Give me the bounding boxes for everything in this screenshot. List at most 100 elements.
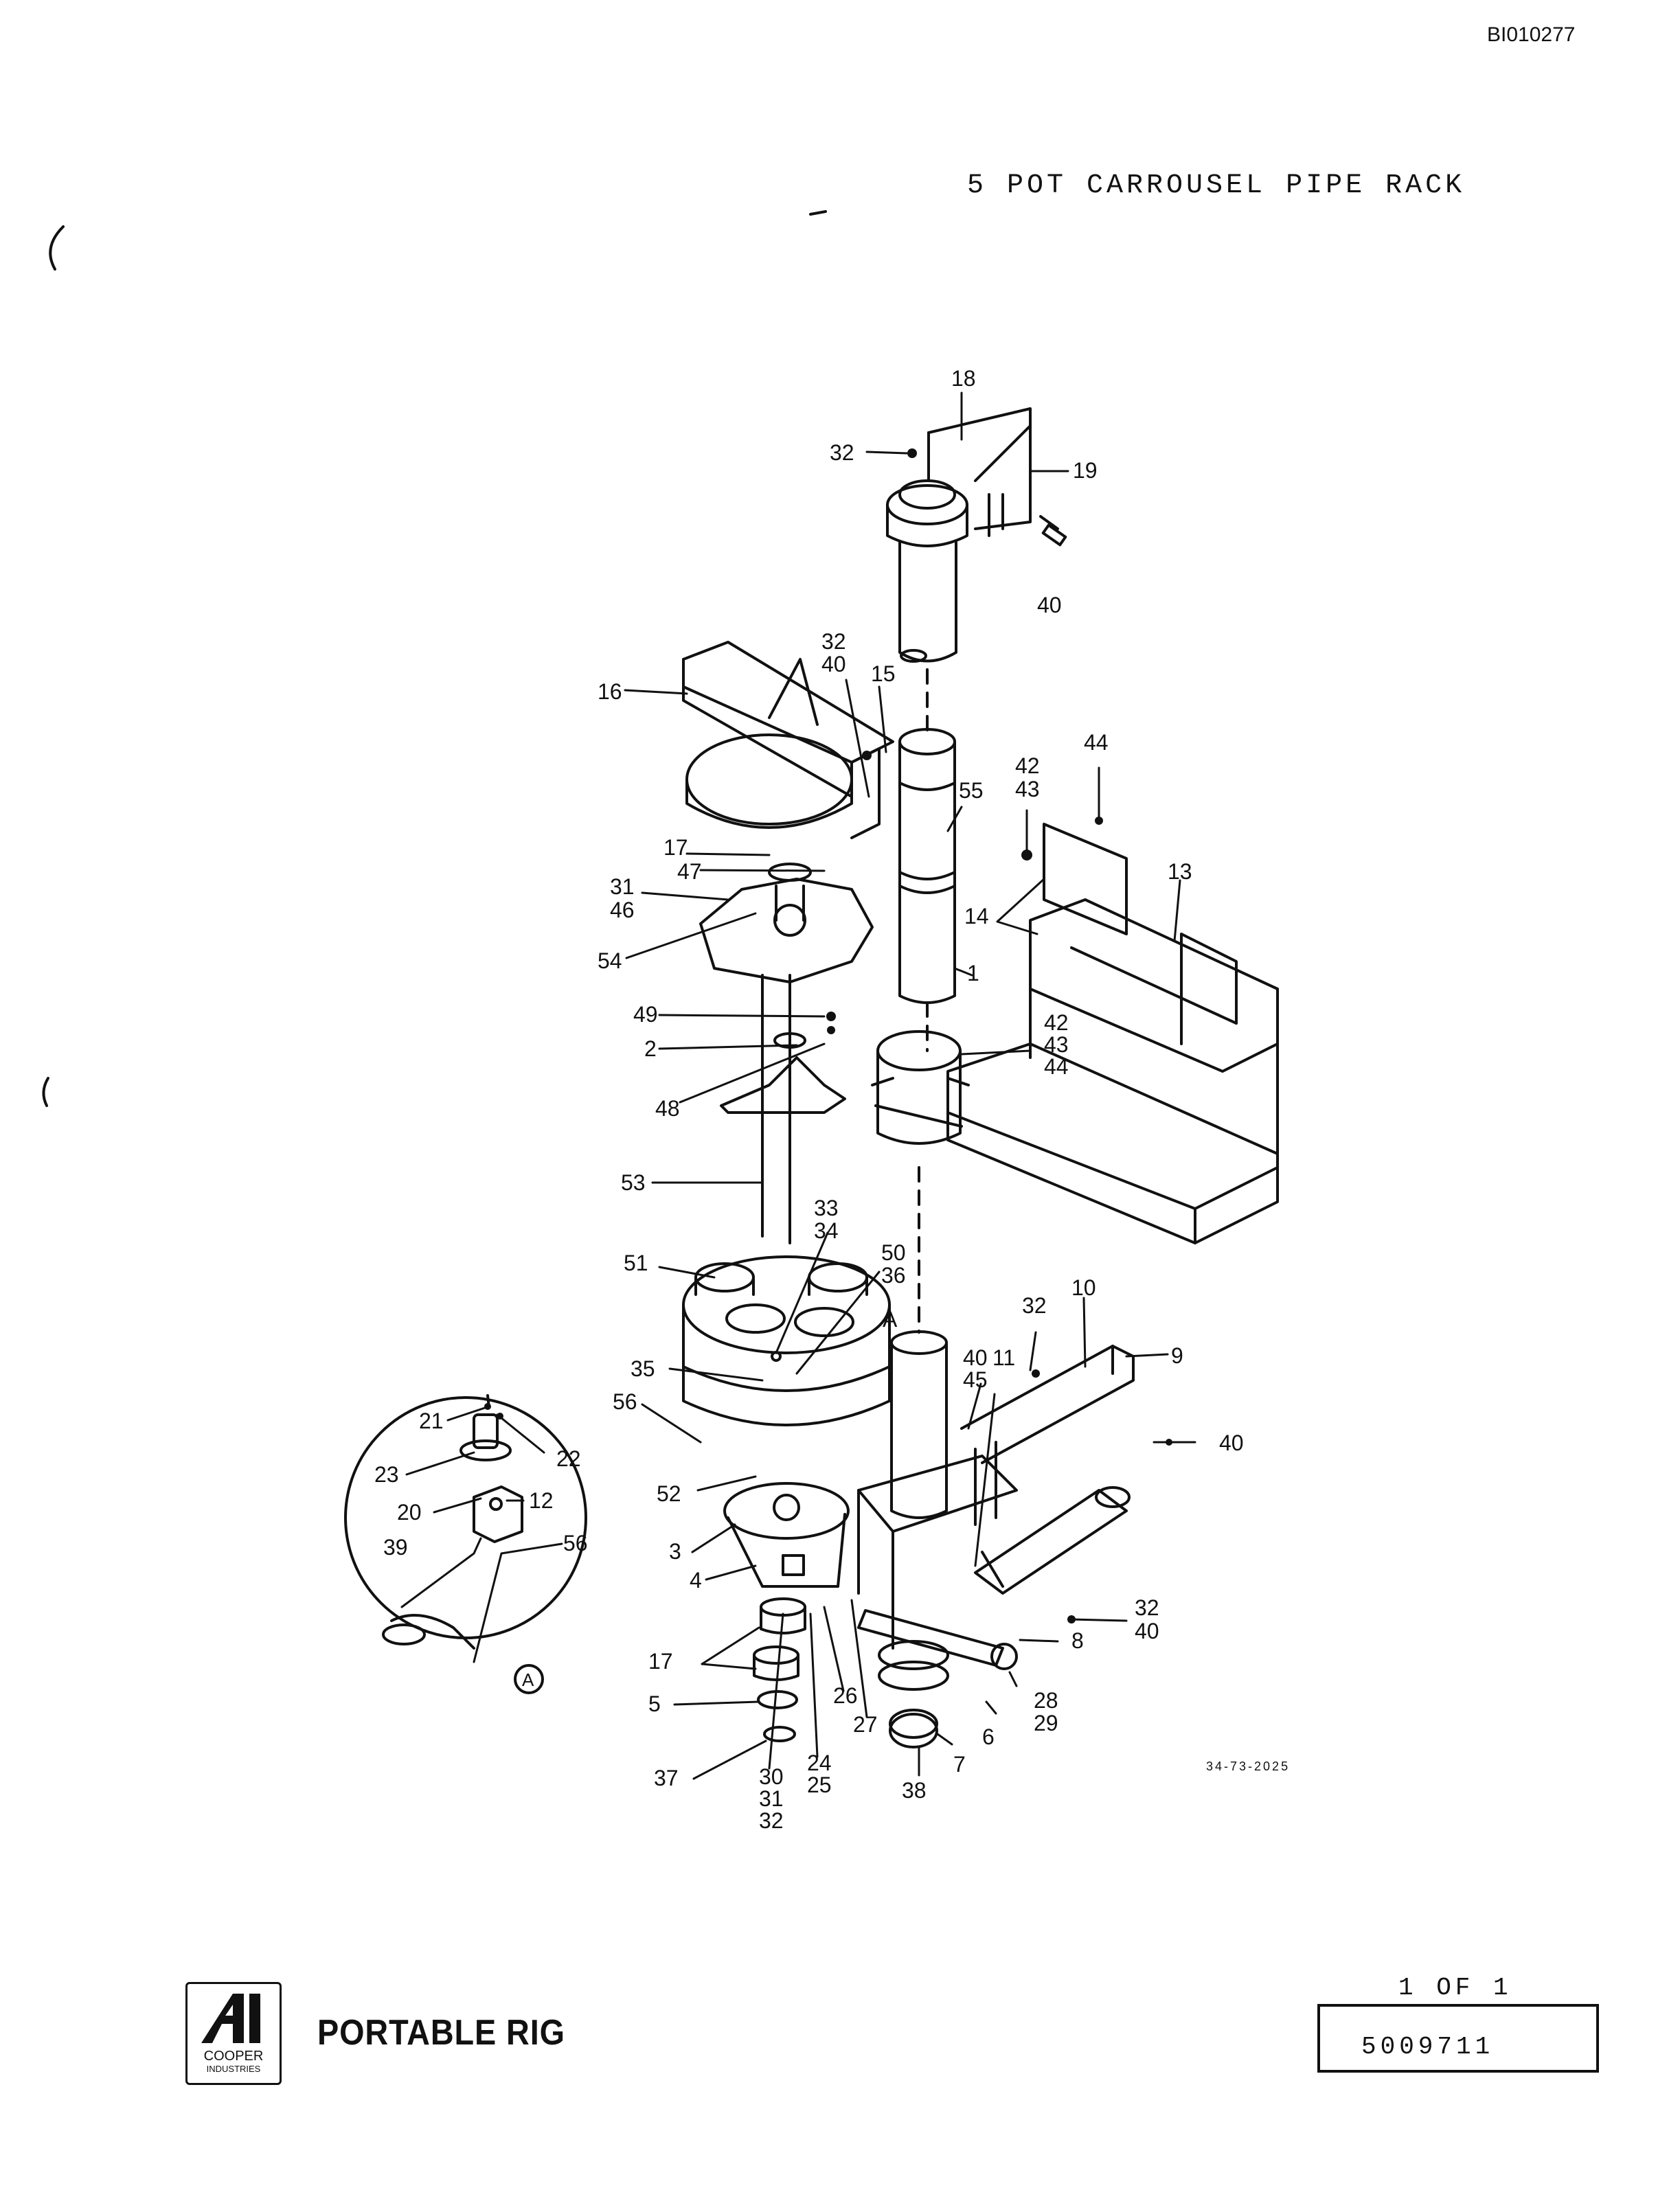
- callout: 13: [1168, 859, 1192, 884]
- callout: 46: [610, 898, 635, 922]
- callout-labels: 18 19 32 40 32 40 15 16 44 42 43 55 13 1…: [374, 366, 1290, 1833]
- ring-part-37: [763, 1726, 796, 1742]
- callout: 53: [621, 1170, 646, 1195]
- callout: 17: [648, 1649, 673, 1674]
- detail-a-view: [344, 1394, 587, 1650]
- callout: 40: [963, 1345, 988, 1370]
- callout: 48: [655, 1096, 680, 1121]
- cooper-logo: COOPER INDUSTRIES: [185, 1982, 282, 2085]
- callout: 10: [1071, 1275, 1096, 1300]
- shaft-part-53: [761, 974, 791, 1244]
- callout: 38: [902, 1778, 927, 1803]
- callout: 40: [1037, 593, 1062, 617]
- upper-tube-part-1: [886, 479, 968, 663]
- callout: 23: [374, 1462, 399, 1487]
- cooper-ai-logo-icon: [201, 1994, 260, 2043]
- callout: 14: [964, 904, 989, 928]
- lower-clamp: [871, 1030, 970, 1145]
- callout: A: [883, 1307, 898, 1332]
- callout: 42: [1044, 1010, 1069, 1035]
- callout: 15: [871, 661, 896, 686]
- callout: 27: [853, 1712, 878, 1737]
- callout: 5: [648, 1691, 661, 1716]
- callout: 40: [821, 652, 846, 676]
- frame-part-13: [946, 823, 1279, 1244]
- callout: 31: [759, 1786, 784, 1811]
- callout: 45: [963, 1367, 988, 1392]
- callout: 33: [814, 1196, 839, 1220]
- callout: 29: [1034, 1711, 1058, 1735]
- callout: 56: [613, 1389, 637, 1414]
- callout: 18: [951, 366, 976, 391]
- leader-lines: [400, 391, 1196, 1780]
- callout: 43: [1015, 777, 1040, 801]
- callout: 36: [881, 1263, 906, 1288]
- part-number: 5009711: [1361, 2033, 1495, 2061]
- callout: 35: [631, 1356, 655, 1381]
- callout: 28: [1034, 1688, 1058, 1713]
- carrousel-part-51: [682, 1255, 891, 1426]
- callout: 11: [992, 1345, 1015, 1370]
- callout: 32: [830, 440, 854, 465]
- logo-company-subtitle: INDUSTRIES: [206, 2064, 261, 2074]
- mast-tube-part-55: [898, 728, 956, 1004]
- detail-a-letter: A: [522, 1670, 534, 1690]
- callout: 1: [967, 961, 979, 985]
- callout: 19: [1073, 458, 1098, 483]
- callout: 40: [1135, 1619, 1159, 1643]
- upper-star-plate-part-54: [699, 863, 874, 983]
- callout: 32: [1135, 1595, 1159, 1620]
- callout: 25: [807, 1773, 832, 1797]
- document-id: BI010277: [1487, 23, 1576, 46]
- bolt-40-head: [1041, 523, 1067, 547]
- callout: 12: [529, 1488, 554, 1513]
- cylinder-part-8: [974, 1486, 1131, 1595]
- callout: 55: [959, 778, 984, 803]
- callout: 47: [677, 859, 702, 884]
- callout: 56: [563, 1531, 588, 1555]
- drawing-reference: 34-73-2025: [1206, 1759, 1290, 1773]
- callout: 6: [982, 1724, 995, 1749]
- callout: 2: [644, 1036, 657, 1061]
- callout: 44: [1084, 730, 1109, 755]
- bolt-40: [1039, 515, 1059, 530]
- logo-company-name: COOPER: [203, 2049, 264, 2064]
- callout: 39: [383, 1535, 408, 1560]
- callout: 4: [690, 1568, 702, 1593]
- callout: 32: [1022, 1293, 1047, 1318]
- scan-mark: [42, 1077, 49, 1107]
- callout: 49: [633, 1002, 658, 1027]
- callout: 34: [814, 1218, 839, 1243]
- swing-arm-part-16: [682, 641, 894, 839]
- callout: 30: [759, 1764, 784, 1789]
- lower-mast: [857, 1330, 1018, 1739]
- retaining-ring-part-38: [889, 1713, 938, 1748]
- callout: 32: [759, 1808, 784, 1833]
- scan-mark: [809, 210, 827, 216]
- brand-name: PORTABLE RIG: [317, 2013, 565, 2053]
- callout: 21: [419, 1409, 444, 1433]
- fasteners: [484, 448, 1172, 1623]
- detail-a-marker: [514, 1664, 544, 1694]
- bushing-part-17: [753, 1597, 806, 1681]
- callout: 20: [397, 1500, 422, 1525]
- callout: 17: [663, 835, 688, 860]
- callout: 42: [1015, 753, 1040, 778]
- callout: 22: [556, 1446, 581, 1471]
- sheet-number: 1 OF 1: [1398, 1974, 1512, 2002]
- callout: 43: [1044, 1032, 1069, 1057]
- callout: 31: [610, 874, 635, 899]
- scan-mark: [49, 225, 65, 271]
- callout: 9: [1171, 1343, 1183, 1368]
- callout: 16: [598, 679, 622, 704]
- callout: 51: [624, 1251, 648, 1275]
- washer-part-5: [757, 1690, 798, 1709]
- callout: 3: [669, 1539, 681, 1564]
- callout: 54: [598, 948, 622, 973]
- callout: 44: [1044, 1054, 1069, 1079]
- callout: 40: [1219, 1431, 1244, 1455]
- part-number-box: 5009711: [1317, 2004, 1599, 2073]
- page-title: 5 POT CARROUSEL PIPE RACK: [967, 170, 1466, 201]
- link-arm-part-6: [857, 1609, 1018, 1670]
